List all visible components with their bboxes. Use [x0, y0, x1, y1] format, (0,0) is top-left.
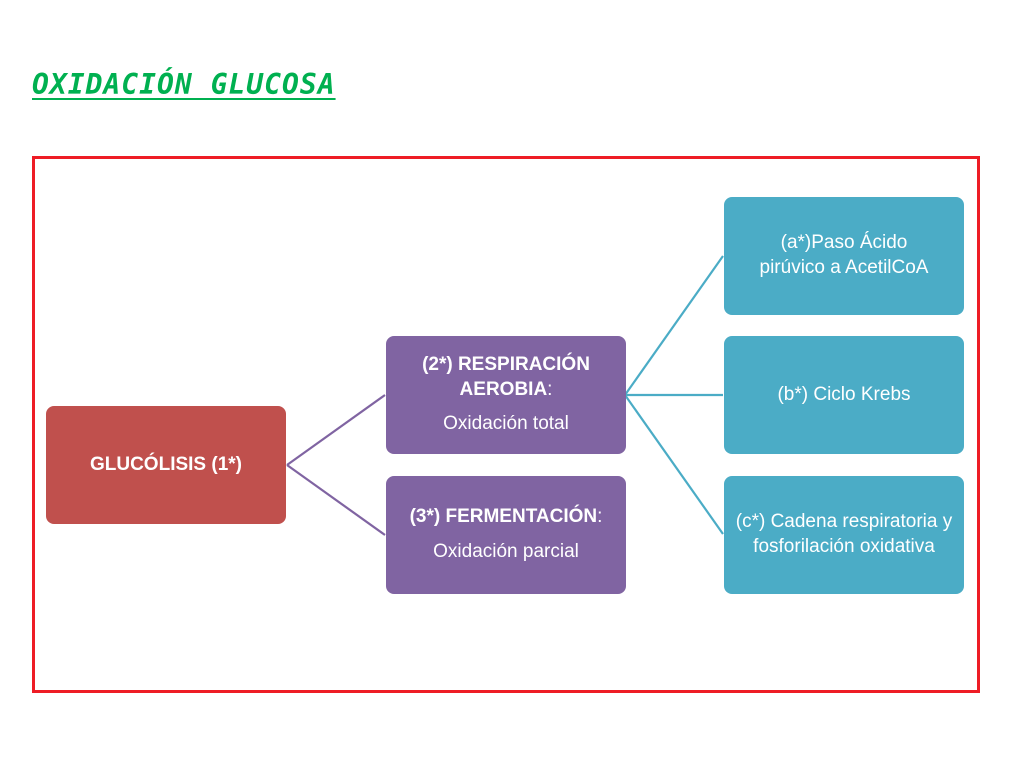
node-fermentacion-heading: (3*) FERMENTACIÓN [409, 506, 598, 528]
node-glucolisis-label: GLUCÓLISIS (1*) [89, 453, 242, 475]
node-leaf-krebs: (b*) Ciclo Krebs [724, 336, 964, 454]
connector-respiracion-to-leaf-a [624, 255, 724, 396]
node-respiracion-heading: (2*) RESPIRACIÓN AEROBIA [422, 353, 590, 400]
node-respiracion-heading-line: (2*) RESPIRACIÓN AEROBIA: [394, 353, 618, 402]
node-fermentacion: (3*) FERMENTACIÓN: Oxidación parcial [386, 476, 626, 594]
node-leaf-cadena: (c*) Cadena respiratoria y fosforilación… [724, 476, 964, 594]
node-fermentacion-heading-line: (3*) FERMENTACIÓN: [410, 505, 603, 530]
connector-root-to-respiracion [286, 394, 386, 466]
node-leaf-cadena-label: (c*) Cadena respiratoria y fosforilación… [735, 511, 953, 557]
node-respiracion-subtitle: Oxidación total [443, 413, 569, 435]
node-respiracion-colon: : [547, 378, 553, 400]
node-leaf-acetilcoa: (a*)Paso Ácido pirúvico a AcetilCoA [724, 197, 964, 315]
page-title: OXIDACIÓN GLUCOSA [32, 68, 336, 101]
connector-root-to-fermentacion [286, 464, 386, 536]
node-leaf-acetilcoa-label: (a*)Paso Ácido pirúvico a AcetilCoA [759, 232, 929, 278]
node-fermentacion-subtitle: Oxidación parcial [433, 541, 579, 562]
node-fermentacion-colon: : [597, 506, 603, 528]
diagram-frame [32, 156, 980, 693]
node-respiracion-aerobia: (2*) RESPIRACIÓN AEROBIA: Oxidación tota… [386, 336, 626, 454]
node-leaf-krebs-label: (b*) Ciclo Krebs [777, 383, 911, 405]
connector-respiracion-to-leaf-c [624, 394, 724, 535]
node-glucolisis: GLUCÓLISIS (1*) [46, 406, 286, 524]
